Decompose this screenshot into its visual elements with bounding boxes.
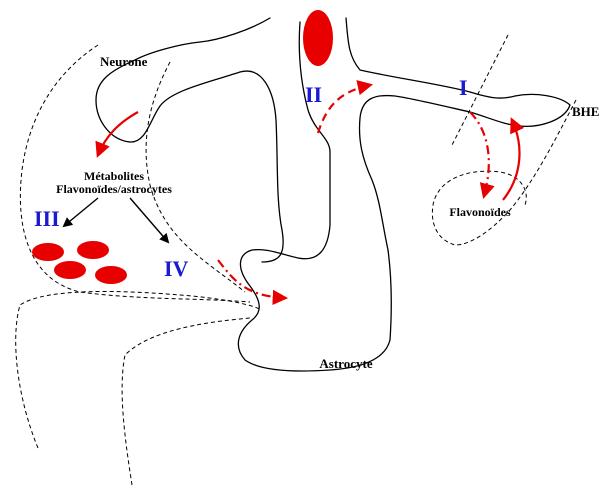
pathway-label-i: I: [459, 75, 468, 100]
red-cell-2: [77, 241, 109, 259]
black-arrow-to-iv: [130, 198, 168, 242]
label-flavonoides: Flavonoïdes: [449, 205, 511, 219]
label-bhe: BHE: [572, 104, 599, 119]
lower-region-outline: [122, 318, 250, 485]
label-metabolites-line2: Flavonoïdes/astrocytes: [56, 182, 172, 196]
red-cell-3: [54, 261, 86, 279]
lower-left-region-outline: [16, 291, 262, 448]
red-arrow-i-up: [503, 120, 519, 200]
vessel-outline-left: [238, 22, 390, 371]
vessel-outline-top: [346, 18, 570, 340]
label-astrocyte: Astrocyte: [319, 356, 372, 371]
neuron-region-inner-outline: [146, 62, 245, 292]
pathway-label-iii: III: [34, 206, 60, 231]
bhe-lower-outline: [432, 100, 576, 245]
red-arrow-i-down: [470, 112, 489, 196]
red-arrow-neuron: [98, 112, 138, 155]
label-neurone: Neurone: [100, 54, 148, 69]
red-cell-4: [95, 266, 127, 284]
red-cell-1: [32, 243, 64, 261]
label-metabolites-line1: Métabolites: [84, 169, 144, 183]
pathway-label-iv: IV: [164, 256, 189, 281]
black-arrow-to-iii: [64, 198, 98, 226]
blood-cell-top: [303, 10, 333, 66]
pathway-label-ii: II: [305, 82, 322, 107]
